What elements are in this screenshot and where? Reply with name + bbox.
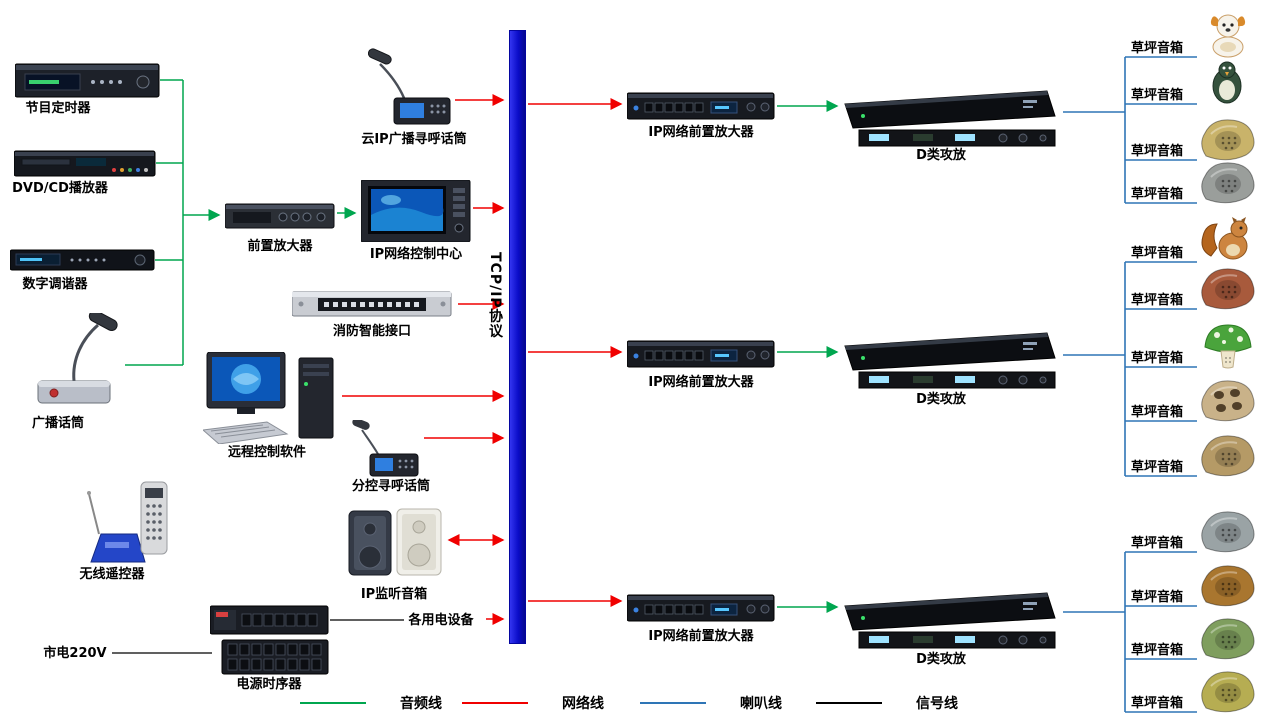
- mushroom-speaker-icon: [1197, 321, 1259, 369]
- sub-paging-mic-image: [352, 420, 419, 477]
- network-preamp-label-1: IP网络前置放大器: [648, 125, 754, 140]
- rock-speaker-icon: [1197, 506, 1259, 554]
- lawn-speaker-label-7: 草坪音箱: [1130, 351, 1184, 366]
- powered-devices-label: 各用电设备: [408, 613, 474, 628]
- legend-audio: 音频线: [300, 693, 442, 713]
- legend-audio-label: 音频线: [400, 696, 442, 712]
- signal-line-sample: [816, 702, 882, 704]
- wireless-remote-image: [87, 481, 168, 563]
- class-d-amp-label-1: D类攻放: [916, 148, 966, 163]
- fire-interface-image: [292, 291, 452, 317]
- tuner-label: 数字调谐器: [22, 277, 88, 292]
- lawn-speaker-label-5: 草坪音箱: [1130, 246, 1184, 261]
- rock-speaker-icon: [1197, 114, 1259, 162]
- legend-speaker-label: 喇叭线: [740, 696, 782, 712]
- dog-speaker-icon: [1197, 11, 1259, 59]
- mains-label: 市电220V: [43, 646, 107, 661]
- class-d-amp-image-2: [844, 332, 1056, 389]
- network-lines-group: [342, 94, 623, 625]
- tcpip-bus-bar: [509, 30, 526, 644]
- fire-interface-label: 消防智能接口: [332, 324, 412, 339]
- speaker-lines-group: [1063, 56, 1197, 713]
- network-preamp-image-3: [627, 594, 775, 622]
- preamp-image: [225, 203, 335, 229]
- cloud-paging-mic-image: [368, 48, 451, 125]
- class-d-amp-label-2: D类攻放: [916, 392, 966, 407]
- legend-network-label: 网络线: [562, 696, 604, 712]
- broadcast-mic-label: 广播话筒: [31, 416, 85, 431]
- sub-paging-mic-label: 分控寻呼话筒: [351, 479, 431, 494]
- legend-network: 网络线: [462, 693, 604, 713]
- lawn-speaker-label-1: 草坪音箱: [1130, 41, 1184, 56]
- audio-line-sample: [300, 702, 366, 704]
- network-preamp-label-2: IP网络前置放大器: [648, 375, 754, 390]
- lawn-speaker-label-13: 草坪音箱: [1130, 696, 1184, 711]
- program-timer-image: [15, 63, 160, 98]
- preamp-label: 前置放大器: [247, 239, 313, 254]
- cloud-paging-mic-label: 云IP广播寻呼话筒: [361, 132, 467, 147]
- rock-speaker-icon: [1197, 560, 1259, 608]
- legend-signal: 信号线: [816, 693, 958, 713]
- network-preamp-image-1: [627, 92, 775, 120]
- control-center-image: [361, 180, 471, 242]
- remote-software-image: [203, 352, 334, 444]
- lawn-speaker-label-12: 草坪音箱: [1130, 643, 1184, 658]
- remote-software-label: 远程控制软件: [227, 445, 307, 460]
- class-d-amp-label-3: D类攻放: [916, 652, 966, 667]
- rock-speaker-icon: [1197, 613, 1259, 661]
- lawn-speaker-label-3: 草坪音箱: [1130, 144, 1184, 159]
- lawn-speaker-label-2: 草坪音箱: [1130, 88, 1184, 103]
- broadcast-mic-image: [37, 313, 118, 404]
- rock-speaker-icon: [1197, 430, 1259, 478]
- network-line-sample: [462, 702, 528, 704]
- speaker-line-sample: [640, 702, 706, 704]
- rock-speaker-icon: [1197, 263, 1259, 311]
- lawn-speaker-label-4: 草坪音箱: [1130, 187, 1184, 202]
- dvd-player-image: [14, 150, 156, 177]
- tuner-image: [10, 249, 155, 271]
- power-sequencer-label: 电源时序器: [236, 677, 302, 692]
- class-d-amp-image-3: [844, 592, 1056, 649]
- tcpip-bus-label: TCP/IP协议: [487, 252, 503, 339]
- squirrel-speaker-icon: [1197, 216, 1259, 264]
- legend-signal-label: 信号线: [916, 696, 958, 712]
- wireless-remote-label: 无线遥控器: [79, 567, 145, 582]
- rock-speaker-icon: [1197, 157, 1259, 205]
- program-timer-label: 节目定时器: [25, 101, 91, 116]
- audio-lines-group: [125, 79, 839, 613]
- lawn-speaker-label-6: 草坪音箱: [1130, 293, 1184, 308]
- signal-lines-group: [112, 619, 404, 654]
- monitor-speaker-image: [348, 508, 442, 576]
- lawn-speaker-label-10: 草坪音箱: [1130, 536, 1184, 551]
- rock-speaker-icon: [1197, 666, 1259, 714]
- power-sequencer-image: [210, 605, 329, 675]
- class-d-amp-image-1: [844, 90, 1056, 147]
- dvd-player-label: DVD/CD播放器: [12, 181, 108, 196]
- network-preamp-label-3: IP网络前置放大器: [648, 629, 754, 644]
- penguin-speaker-icon: [1197, 58, 1259, 106]
- lawn-speaker-label-11: 草坪音箱: [1130, 590, 1184, 605]
- monitor-speaker-label: IP监听音箱: [360, 587, 428, 602]
- control-center-label: IP网络控制中心: [369, 247, 463, 262]
- lawn-speaker-label-9: 草坪音箱: [1130, 460, 1184, 475]
- lawn-speaker-label-8: 草坪音箱: [1130, 405, 1184, 420]
- legend-speaker: 喇叭线: [640, 693, 782, 713]
- rock-holes-speaker-icon: [1197, 375, 1259, 423]
- network-preamp-image-2: [627, 340, 775, 368]
